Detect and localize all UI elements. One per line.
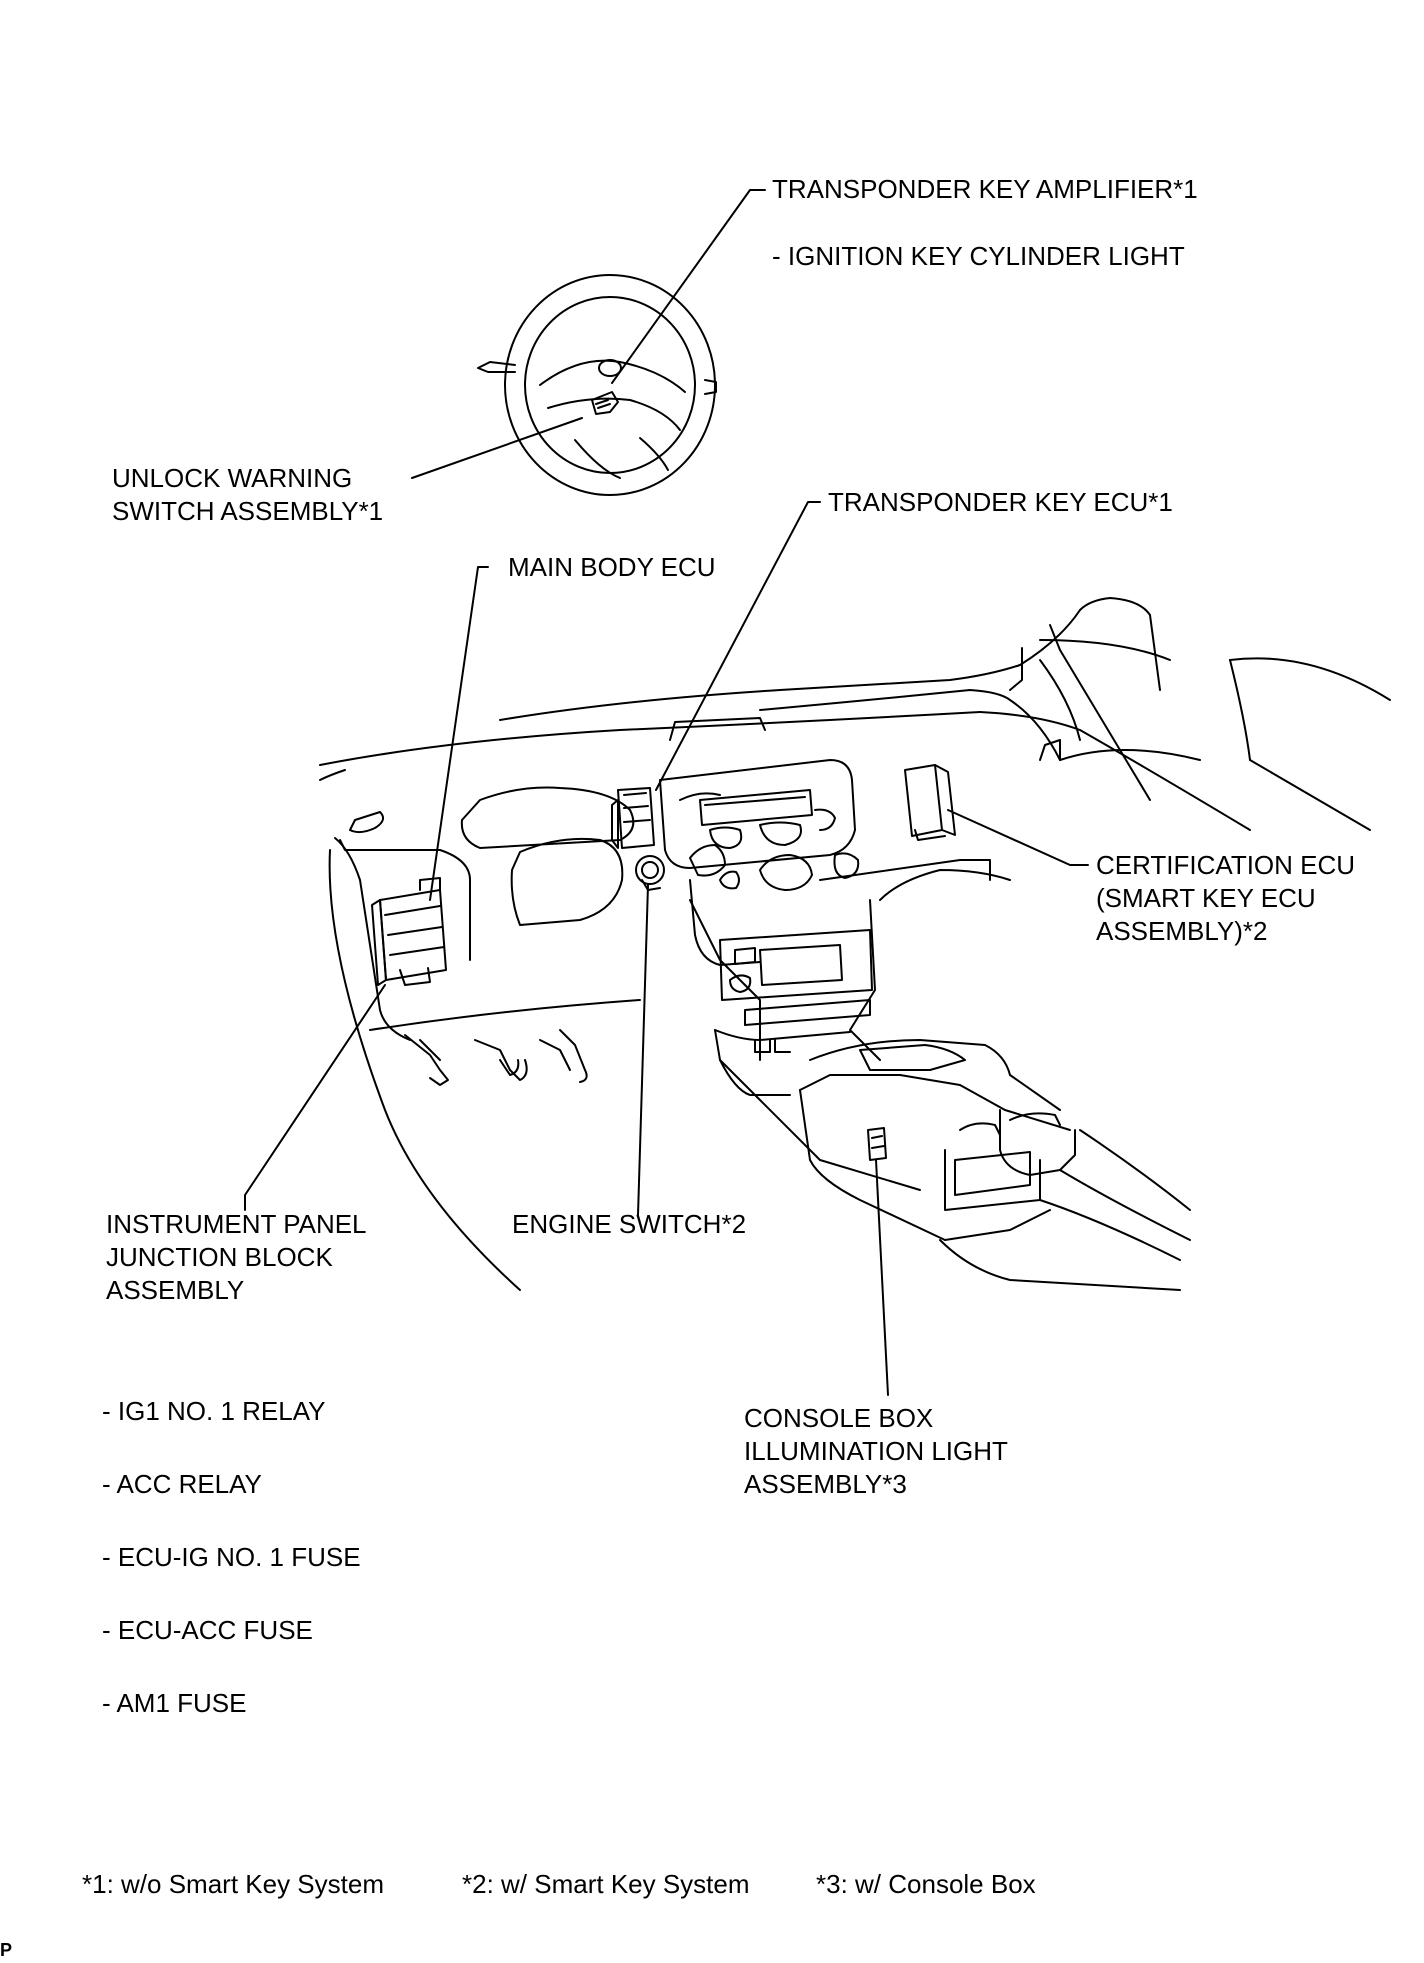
label-certification-ecu: CERTIFICATION ECU (SMART KEY ECU ASSEMBL… xyxy=(1096,849,1355,948)
jb-item-ecu-acc-fuse: - ECU-ACC FUSE xyxy=(102,1615,313,1645)
footnote-2: *2: w/ Smart Key System xyxy=(462,1869,750,1899)
leader-lines xyxy=(244,189,1089,1396)
label-instrument-panel-jb-line1: INSTRUMENT PANEL xyxy=(106,1209,367,1239)
instrument-panel xyxy=(319,689,1251,1291)
footnote-3: *3: w/ Console Box xyxy=(816,1869,1036,1899)
label-certification-ecu-line1: CERTIFICATION ECU xyxy=(1096,850,1356,880)
label-unlock-warning-switch-line1: UNLOCK WARNING xyxy=(112,463,353,493)
jb-item-am1-fuse: - AM1 FUSE xyxy=(102,1688,247,1718)
engine-switch-part xyxy=(635,855,665,891)
label-console-box-light-line3: ASSEMBLY*3 xyxy=(744,1469,907,1499)
label-console-box-light-line1: CONSOLE BOX xyxy=(744,1403,934,1433)
transponder-key-ecu-part xyxy=(611,787,655,849)
footnote-1: *1: w/o Smart Key System xyxy=(82,1869,384,1899)
label-engine-switch: ENGINE SWITCH*2 xyxy=(512,1209,747,1239)
label-main-body-ecu: MAIN BODY ECU xyxy=(508,552,716,582)
jb-item-ig1-relay: - IG1 NO. 1 RELAY xyxy=(102,1396,326,1426)
jb-item-acc-relay: - ACC RELAY xyxy=(102,1469,262,1499)
dashboard-top xyxy=(499,597,1391,831)
label-instrument-panel-jb-line3: ASSEMBLY xyxy=(106,1275,245,1305)
label-transponder-key-amplifier: TRANSPONDER KEY AMPLIFIER*1 xyxy=(772,174,1198,204)
label-console-box-light-line2: ILLUMINATION LIGHT xyxy=(744,1436,1008,1466)
unlock-warning-switch-part xyxy=(591,391,619,415)
pedals xyxy=(404,1029,588,1086)
console-box xyxy=(799,1039,1191,1291)
label-certification-ecu-line3: ASSEMBLY)*2 xyxy=(1096,916,1268,946)
jb-item-ecu-ig-fuse: - ECU-IG NO. 1 FUSE xyxy=(102,1542,361,1572)
label-console-box-light: CONSOLE BOX ILLUMINATION LIGHT ASSEMBLY*… xyxy=(744,1402,1008,1501)
junction-block-part xyxy=(371,877,447,986)
label-unlock-warning-switch-line2: SWITCH ASSEMBLY*1 xyxy=(112,496,384,526)
certification-ecu-part xyxy=(904,764,956,841)
label-instrument-panel-jb-line2: JUNCTION BLOCK xyxy=(106,1242,333,1272)
label-transponder-key-ecu: TRANSPONDER KEY ECU*1 xyxy=(828,487,1173,517)
label-instrument-panel-jb: INSTRUMENT PANEL JUNCTION BLOCK ASSEMBLY xyxy=(106,1208,367,1307)
center-stack xyxy=(659,759,921,1191)
label-ignition-key-cylinder-light: - IGNITION KEY CYLINDER LIGHT xyxy=(772,241,1185,271)
corner-mark: P xyxy=(0,1940,13,1960)
label-certification-ecu-line2: (SMART KEY ECU xyxy=(1096,883,1316,913)
label-unlock-warning-switch: UNLOCK WARNING SWITCH ASSEMBLY*1 xyxy=(112,462,383,528)
console-light-part xyxy=(867,1127,887,1161)
steering-wheel xyxy=(477,274,717,496)
